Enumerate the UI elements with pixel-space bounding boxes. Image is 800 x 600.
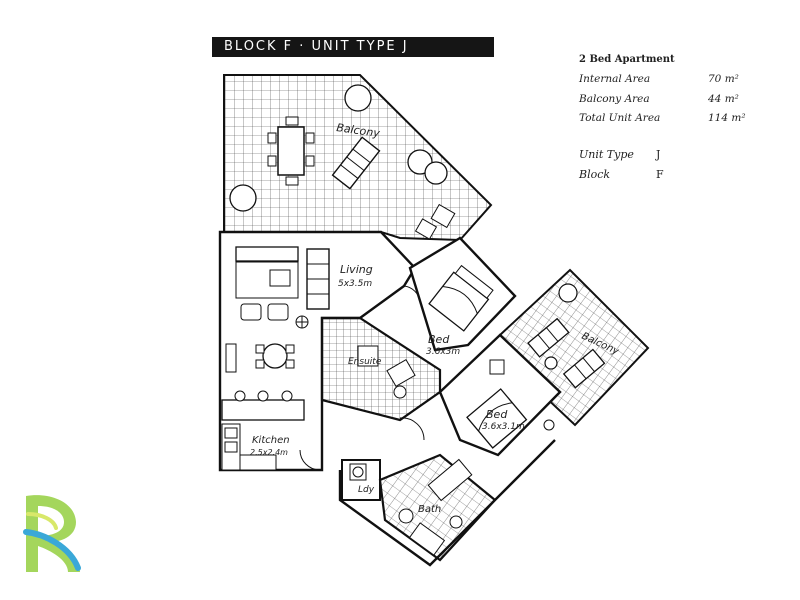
room-label-bed-1: Bed xyxy=(428,333,450,346)
room-label-bath: Bath xyxy=(418,504,441,515)
internal-area-value: 70 m² xyxy=(708,73,739,85)
room-label-laundry: Ldy xyxy=(358,485,375,495)
title-bar xyxy=(212,37,494,57)
kitchen-bench xyxy=(221,399,305,421)
apartment-type-heading: 2 Bed Apartment xyxy=(579,54,675,65)
plant-icon xyxy=(558,283,578,303)
room-label-living: Living xyxy=(340,263,373,276)
unit-type-label: Unit Type xyxy=(579,148,634,161)
bath: Bath xyxy=(378,453,497,562)
bed-two: Bed 3.6x3.1m xyxy=(438,333,562,457)
total-area-label: Total Unit Area xyxy=(579,112,661,124)
room-size-bed-2: 3.6x3.1m xyxy=(482,422,525,432)
room-label-ensuite: Ensuite xyxy=(348,357,382,367)
room-label-bed-2: Bed xyxy=(486,408,508,421)
plan-title: BLOCK F · UNIT TYPE J xyxy=(224,39,409,54)
block-value: F xyxy=(656,168,664,181)
dining-table xyxy=(262,343,288,369)
room-size-living: 5x3.5m xyxy=(338,279,372,289)
laundry: Ldy xyxy=(341,459,381,501)
ensuite: Ensuite xyxy=(320,316,442,422)
total-area-value: 114 m² xyxy=(708,112,746,124)
sun-lounger xyxy=(331,136,381,190)
room-size-bed-1: 3.6x3m xyxy=(426,347,460,357)
plant-icon xyxy=(229,184,257,212)
room-label-balcony: Balcony xyxy=(336,121,381,140)
unit-type-value: J xyxy=(656,148,661,161)
internal-area-label: Internal Area xyxy=(579,73,651,85)
living-area: Living 5x3.5m Kitchen 2.5x2.4m xyxy=(218,230,417,472)
balcony-main: Balcony xyxy=(223,74,493,242)
balcony-area-value: 44 m² xyxy=(708,93,739,105)
balcony-area-label: Balcony Area xyxy=(579,93,650,105)
plant-icon xyxy=(424,161,448,185)
exterior-wall xyxy=(338,439,556,567)
room-label-kitchen: Kitchen xyxy=(252,435,290,446)
coffee-table xyxy=(269,269,291,287)
block-label: Block xyxy=(579,168,611,181)
plant-icon xyxy=(344,84,372,112)
developer-logo xyxy=(23,495,81,572)
outdoor-table xyxy=(277,126,305,176)
bed-one: Bed 3.6x3m xyxy=(403,236,517,357)
room-size-kitchen: 2.5x2.4m xyxy=(250,448,288,457)
door-arc xyxy=(399,417,425,441)
